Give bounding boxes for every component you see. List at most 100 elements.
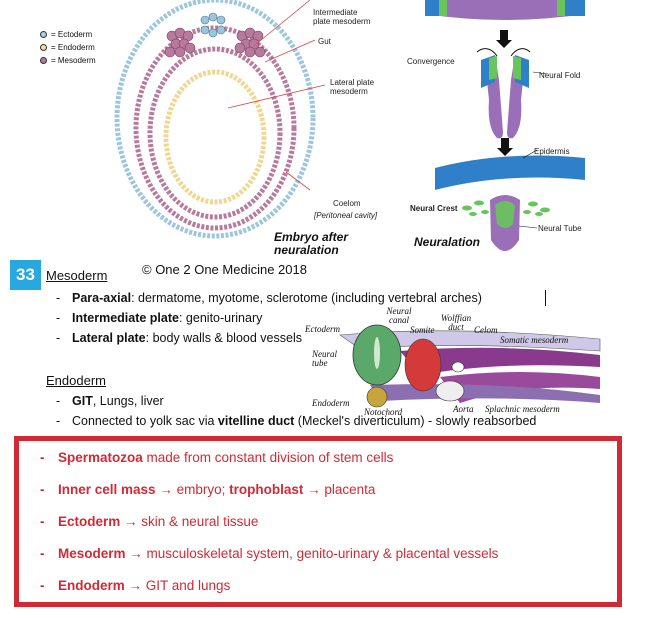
definition: → placenta — [303, 482, 376, 497]
ectoderm-right — [565, 0, 585, 16]
endoderm-heading: Endoderm — [46, 373, 106, 388]
crest-right — [557, 0, 565, 16]
label-intermediate-mesoderm: Intermediate plate mesoderm — [313, 8, 371, 26]
epidermis — [435, 155, 585, 190]
aorta-section — [435, 380, 465, 402]
mesoderm-heading: Mesoderm — [46, 268, 108, 283]
somite-section — [404, 338, 442, 392]
label-neural-tube: Neural tube — [312, 349, 338, 368]
notochord-section — [366, 386, 388, 408]
legend-item-endoderm: = Endoderm — [40, 41, 96, 54]
somite-clusters — [164, 27, 266, 58]
summary-item-spermatozoa: -Spermatozoa made from constant division… — [40, 450, 394, 465]
label-gut: Gut — [318, 37, 331, 46]
term: GIT — [72, 394, 93, 408]
definition: → embryo; — [155, 482, 230, 497]
mesoderm-item-intermediate: -Intermediate plate: genito-urinary — [56, 311, 263, 325]
wolffian-duct-section — [451, 361, 465, 373]
fold-crest-left — [489, 56, 497, 80]
embryo-cross-section-diagram — [114, 0, 326, 239]
pointer-lateral — [227, 84, 326, 109]
term: trophoblast — [229, 482, 304, 497]
pointer-coelom — [285, 171, 311, 191]
definition: : genito-urinary — [178, 311, 263, 325]
label-endoderm: Endoderm — [312, 398, 350, 408]
page-number-badge: 33 — [10, 260, 41, 290]
label-neural-tube: Neural Tube — [538, 224, 582, 233]
term: Endoderm — [58, 578, 125, 593]
endoderm-ring — [163, 69, 267, 205]
label-neural-canal: Neural canal — [386, 306, 412, 325]
term: Inner cell mass — [58, 482, 156, 497]
text-post: (Meckel's diverticulum) - slowly reabsor… — [294, 414, 537, 428]
pointer-neural-tube — [518, 225, 538, 229]
label-coelom: Coelom — [333, 199, 361, 208]
ectoderm-left — [425, 0, 439, 16]
label-epidermis: Epidermis — [534, 147, 570, 156]
neural-crest-cells — [462, 200, 550, 216]
convergence-arrow-icon — [510, 48, 531, 57]
term: Para-axial — [72, 291, 132, 305]
pointer-neural-fold — [532, 71, 548, 75]
term: Spermatozoa — [58, 450, 143, 465]
neural-tube-circle — [200, 12, 226, 38]
term: Intermediate plate — [72, 311, 179, 325]
label-ectoderm: Ectoderm — [305, 324, 340, 334]
neural-tube-top — [495, 201, 515, 228]
ectoderm-swatch — [40, 31, 47, 38]
label-somatic-mesoderm: Somatic mesoderm — [500, 335, 569, 345]
summary-item-inner-cell-mass: -Inner cell mass → embryo; trophoblast →… — [40, 482, 376, 497]
neural-canal-section — [374, 337, 380, 369]
endoderm-swatch — [40, 44, 47, 51]
mesoderm-swatch — [40, 57, 47, 64]
legend-label: = Mesoderm — [51, 56, 96, 65]
text-cursor — [545, 290, 546, 306]
definition: → skin & neural tissue — [120, 514, 259, 529]
term: Mesoderm — [58, 546, 126, 561]
copyright: © One 2 One Medicine 2018 — [142, 262, 307, 277]
splanchnic-mesoderm-ring — [147, 46, 283, 220]
pointer-gut — [264, 39, 316, 63]
legend-label: = Endoderm — [51, 43, 95, 52]
label-neural-fold: Neural Fold — [539, 71, 581, 80]
convergence-arrow-icon — [476, 48, 498, 57]
endoderm-item-yolk-sac: -Connected to yolk sac via vitelline duc… — [56, 414, 537, 428]
mesoderm-item-para-axial: -Para-axial: dermatome, myotome, sclerot… — [56, 291, 482, 305]
term: vitelline duct — [217, 414, 295, 428]
definition: , Lungs, liver — [92, 394, 164, 408]
summary-item-endoderm: -Endoderm → GIT and lungs — [40, 578, 231, 593]
summary-item-ectoderm: -Ectoderm → skin & neural tissue — [40, 514, 259, 529]
neural-plate — [425, 0, 585, 20]
neurulation-caption: Neuralation — [414, 235, 481, 249]
term: Ectoderm — [58, 514, 121, 529]
summary-item-mesoderm: -Mesoderm → musculoskeletal system, geni… — [40, 546, 499, 561]
text-pre: Connected to yolk sac via — [72, 414, 218, 428]
definition: : body walls & blood vessels — [145, 331, 302, 345]
label-somite: Somite — [410, 325, 435, 335]
label-peritoneal-cavity: [Peritoneal cavity] — [314, 211, 378, 220]
embryo-caption-line2: neuralation — [274, 243, 339, 257]
pointer-intermediate — [254, 0, 311, 46]
definition: : dermatome, myotome, sclerotome (includ… — [131, 291, 482, 305]
label-convergence: Convergence — [407, 57, 455, 66]
crest-left — [439, 0, 447, 16]
summary-box — [14, 436, 622, 607]
term: Lateral plate — [72, 331, 146, 345]
legend-item-mesoderm: = Mesoderm — [40, 54, 96, 67]
definition: made from constant division of stem cell… — [142, 450, 394, 465]
fold-crest-right — [513, 56, 521, 80]
somatic-mesoderm-layer — [400, 347, 600, 375]
label-notochord: Notochord — [364, 407, 403, 417]
legend-item-ectoderm: = Ectoderm — [40, 28, 96, 41]
definition: → musculoskeletal system, genito-urinary… — [125, 546, 499, 561]
label-neural-crest: Neural Crest — [410, 204, 458, 213]
legend-label: = Ectoderm — [51, 30, 93, 39]
endoderm-item-git: -GIT, Lungs, liver — [56, 394, 164, 408]
arrow-down-icon — [497, 138, 513, 156]
embryo-caption-line1: Embryo after — [274, 230, 349, 244]
label-splachnic-mesoderm: Splachnic mesoderm — [485, 404, 560, 414]
arrow-down-icon — [496, 30, 512, 48]
mesoderm-item-lateral: -Lateral plate: body walls & blood vesse… — [56, 331, 302, 345]
label-lateral-plate-mesoderm: Lateral plate mesoderm — [330, 78, 375, 96]
label-celom: Celom — [474, 325, 498, 335]
